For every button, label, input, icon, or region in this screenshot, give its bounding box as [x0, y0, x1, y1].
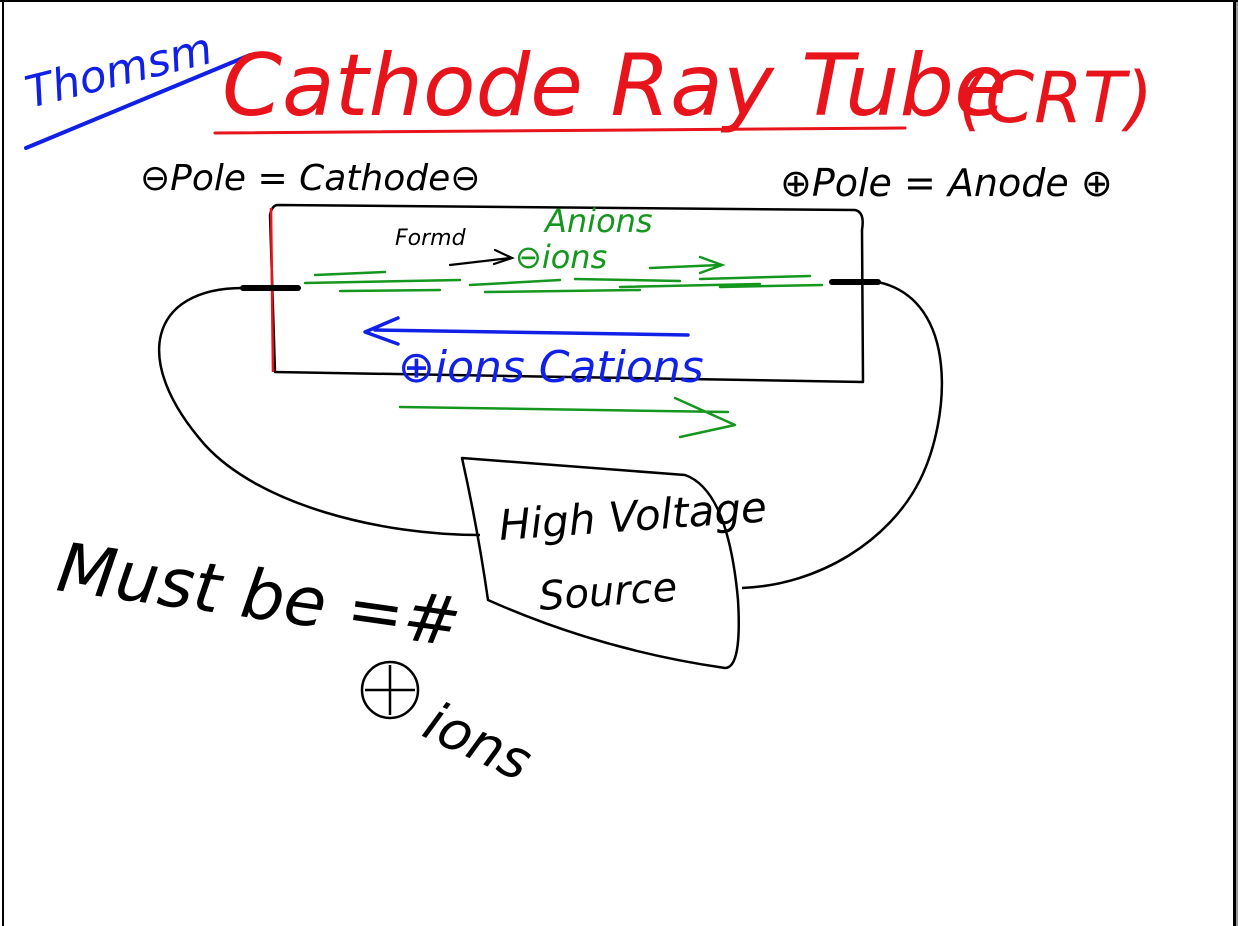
source-line2: Source: [537, 564, 678, 620]
tube-outline: [268, 203, 865, 384]
voltage-source-box: [460, 456, 740, 670]
formed-label: Formd: [395, 226, 467, 251]
crt-label: (CRT): [958, 57, 1153, 139]
positive-sign: [365, 665, 415, 715]
cation-arrow: [363, 316, 690, 346]
formed-arrow: [448, 248, 515, 267]
below-tube-arrow: [398, 396, 737, 439]
anions-label: Anions: [543, 202, 653, 240]
whiteboard-shadow: [1236, 0, 1238, 926]
neg-ions-arrow: [648, 255, 726, 275]
whiteboard-left-edge: [2, 0, 4, 926]
anode-wire: [741, 280, 944, 590]
ions-tail-label: ions: [415, 690, 542, 794]
must-be-label: Must be =#: [53, 529, 466, 664]
page-title: Cathode Ray Tube: [222, 36, 1007, 136]
cathode-wire: [157, 286, 481, 537]
anion-stream: [303, 270, 824, 294]
neg-ions-label: ⊖ions: [515, 238, 607, 276]
whiteboard-right-edge: [1233, 0, 1236, 926]
cathode-label: ⊖Pole = Cathode⊖: [140, 158, 480, 199]
title-underline: [213, 126, 907, 135]
positive-circle: [360, 660, 420, 720]
thomson-underline: [24, 53, 252, 150]
thomson-label: Thomsm: [20, 23, 217, 119]
anode-label: ⊕Pole = Anode ⊕: [780, 161, 1113, 205]
pos-ions-label: ⊕ions Cations: [398, 342, 704, 393]
